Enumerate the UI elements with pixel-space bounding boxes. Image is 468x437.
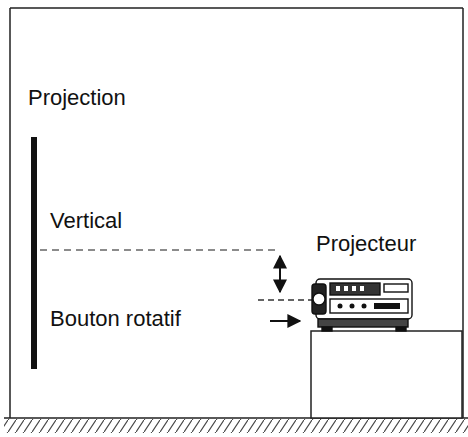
vertical-label: Vertical [50,208,122,233]
knob-label: Bouton rotatif [50,306,181,331]
projector-label: Projecteur [316,231,416,256]
screen-label: Projection [28,85,126,110]
